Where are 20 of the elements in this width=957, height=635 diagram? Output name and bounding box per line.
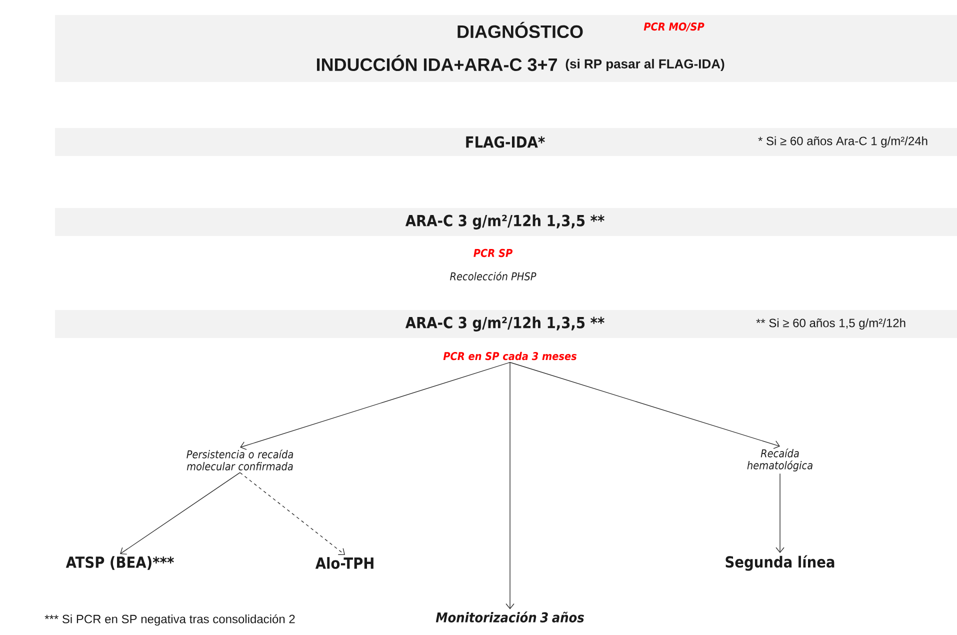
band: FLAG-IDA* * Si ≥ 60 años Ara-C 1 g/m²/24h [55, 128, 957, 156]
arrow [776, 473, 784, 554]
treatment-text: Monitorización 3 años [436, 612, 584, 622]
outcome-text: Persistencia o recaída molecular confirmada [186, 450, 294, 470]
treatment-text: Segunda línea [726, 555, 834, 571]
band: ARA-C 3 g/m²/12h 1,3,5 ** ** Si ≥ 60 años 1,5 g/m²/12h [55, 310, 957, 338]
outcome-text: Recaída hematológica [747, 448, 812, 472]
note-text: Recolección PHSP [450, 272, 536, 280]
band: ARA-C 3 g/m²/12h 1,3,5 ** [55, 208, 957, 236]
band: DIAGNÓSTICO PCR MO/SP INDUCCIÓN IDA+ARA-C 3+7 (si RP pasar al FLAG-IDA) [55, 15, 957, 82]
pcr-note: PCR en SP cada 3 meses [443, 352, 577, 360]
arrow [510, 362, 780, 449]
arrow [240, 472, 345, 555]
arrow [240, 362, 510, 450]
arrow [506, 362, 514, 610]
arrow [120, 472, 240, 555]
treatment-text: ATSP (BEA)*** [66, 556, 174, 570]
pcr-note: PCR SP [474, 248, 512, 258]
treatment-text: Alo-TPH [315, 557, 374, 569]
footnote: *** Si PCR en SP negativa tras consolidación 2 [44, 614, 295, 626]
